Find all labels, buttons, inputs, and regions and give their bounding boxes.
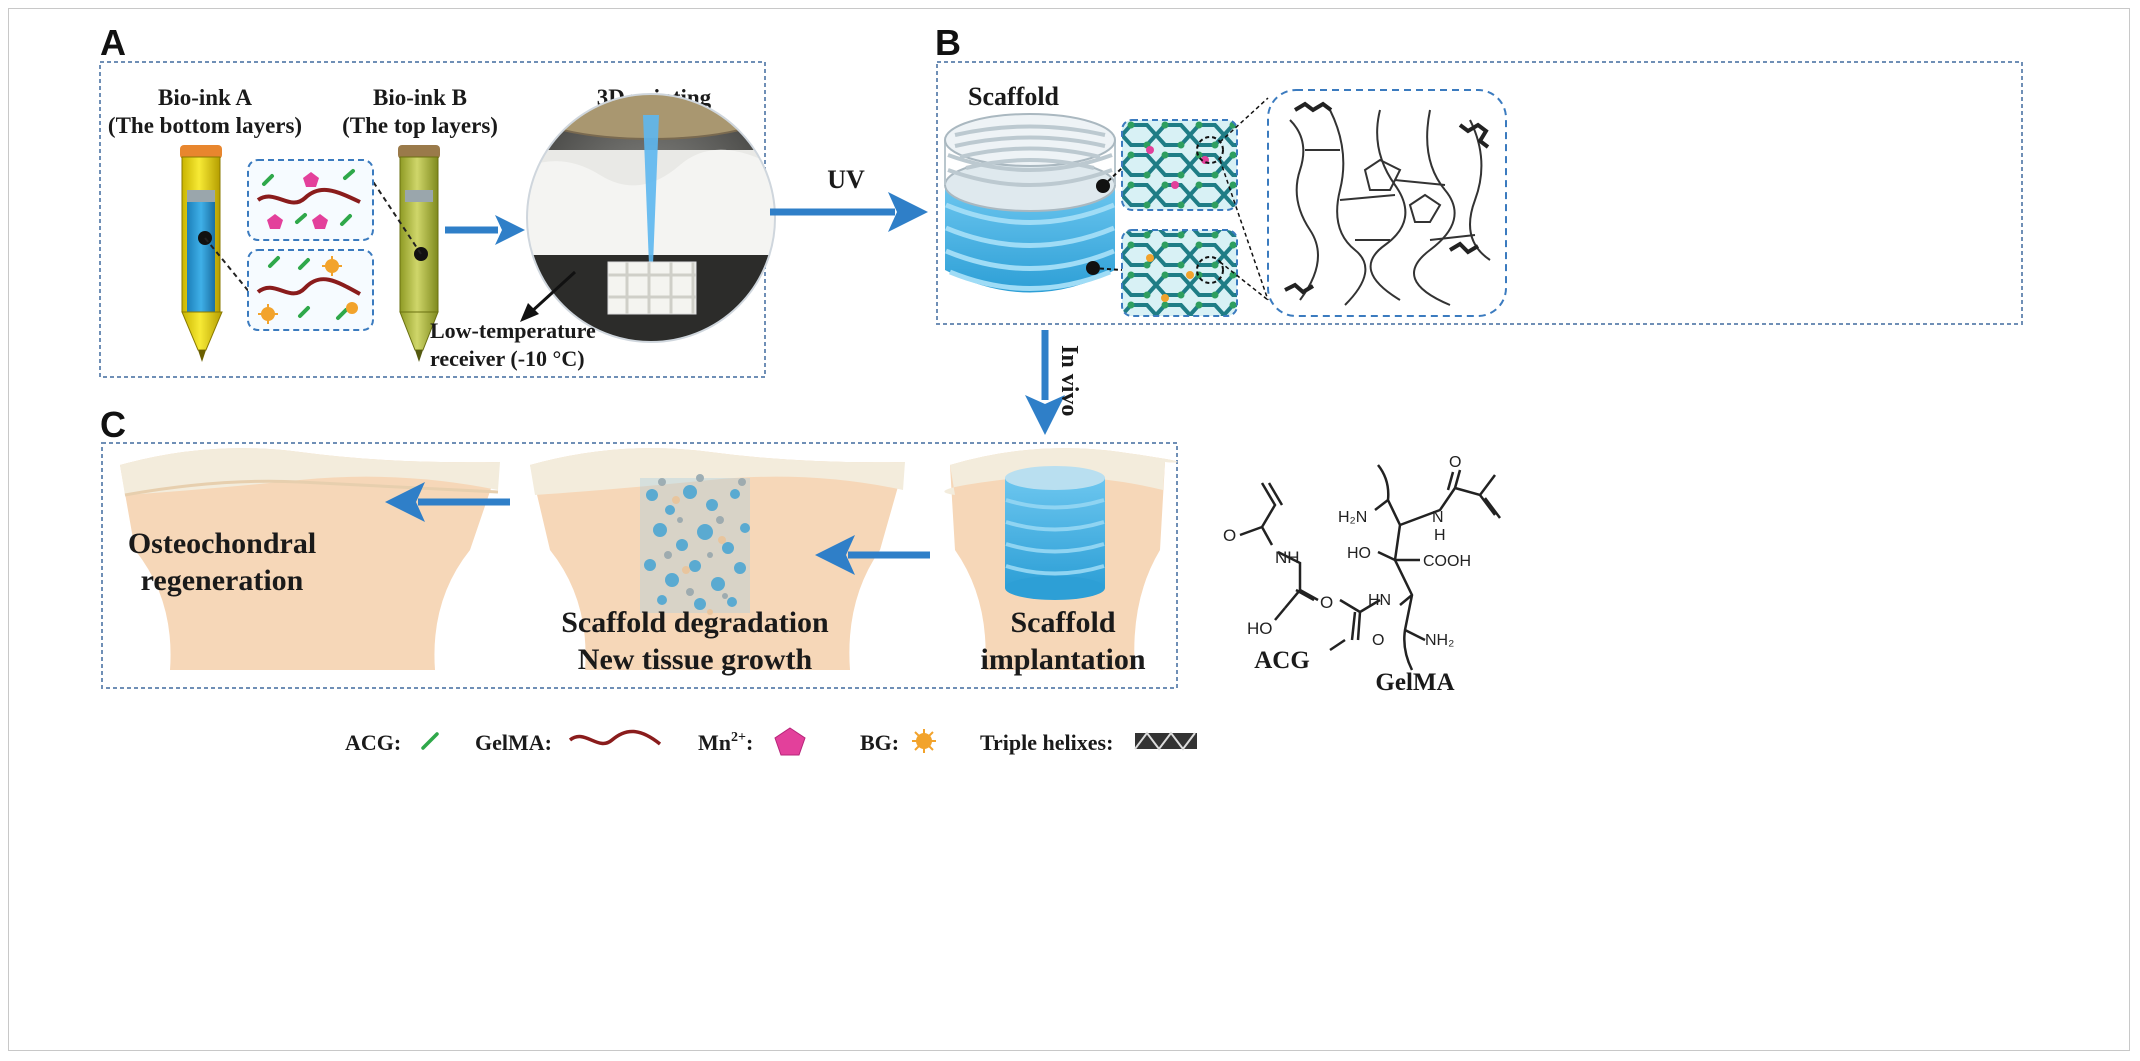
implanted-scaffold: [1005, 466, 1105, 600]
panel-letter-c: C: [100, 404, 126, 445]
gelma-h: H: [1434, 527, 1446, 544]
legend-acg-symbol: [421, 732, 439, 750]
legend-gelma-label: GelMA:: [475, 730, 552, 755]
degradation-label-line1: Scaffold degradation: [561, 606, 829, 639]
receiver-label-line1: Low-temperature: [430, 318, 596, 343]
panel-b: Scaffold: [936, 61, 2023, 325]
panel-c: Osteochondral regeneration: [101, 442, 1178, 689]
network-inset-bottom: [1121, 229, 1238, 317]
degradation-label-line2: New tissue growth: [578, 643, 813, 676]
bioink-b-composition-inset: [247, 159, 374, 241]
bioink-b-subtitle: (The top layers): [342, 113, 498, 138]
receiver-label-line2: receiver (-10 °C): [430, 346, 585, 371]
acg-o1: O: [1223, 526, 1236, 545]
panel-letter-b: B: [935, 22, 961, 63]
legend-mn-label: Mn2+:: [698, 730, 753, 755]
regeneration-label-line2: regeneration: [141, 564, 304, 597]
legend-bg-label: BG:: [860, 730, 899, 755]
bioink-a-title: Bio-ink A: [158, 85, 252, 110]
bioink-b-title: Bio-ink B: [373, 85, 467, 110]
printing-photo: [526, 93, 776, 343]
gelma-ho: HO: [1347, 545, 1371, 562]
receiver-pointer-arrow: [528, 270, 577, 315]
legend-mn-symbol: [774, 727, 806, 756]
gelma-o-top: O: [1449, 454, 1461, 471]
network-inset-top: [1121, 119, 1238, 211]
legend-triple-helix-symbol: [1134, 731, 1197, 751]
legend-gelma-symbol: [568, 729, 662, 746]
regeneration-label-line1: Osteochondral: [128, 527, 316, 560]
scaffold-3d-model: [944, 113, 1116, 293]
bioink-a-subtitle: (The bottom layers): [108, 113, 302, 138]
uv-label: UV: [827, 165, 865, 194]
gelma-o-bottom: O: [1372, 632, 1384, 649]
gelma-nh2: NH₂: [1425, 632, 1454, 649]
panel-letter-a: A: [100, 22, 126, 63]
legend-triple-label: Triple helixes:: [980, 730, 1113, 755]
acg-name: ACG: [1254, 647, 1310, 674]
bone-degrading-scaffold: [530, 448, 905, 670]
gelma-hn: HN: [1368, 592, 1391, 609]
figure-border: [8, 8, 2130, 1051]
acg-nh: NH: [1275, 548, 1300, 567]
gelma-structure: H₂N O N H HO COOH HN O NH₂ GelMA: [1329, 454, 1501, 696]
degrading-scaffold-particles: [640, 474, 750, 615]
gelma-name: GelMA: [1375, 669, 1454, 696]
scaffold-title: Scaffold: [968, 82, 1060, 111]
implantation-label-line1: Scaffold: [1011, 606, 1116, 639]
gelma-h2n: H₂N: [1338, 509, 1367, 526]
acg-ho: HO: [1247, 619, 1273, 638]
bioink-a-composition-inset: [247, 249, 374, 331]
panel-a: Bio-ink A (The bottom layers) Bio-ink B …: [99, 61, 776, 378]
bone-implanted-scaffold: [944, 448, 1178, 670]
implantation-label-line2: implantation: [980, 643, 1145, 676]
gelma-cooh: COOH: [1423, 553, 1471, 570]
acg-structure: O NH O HO ACG: [1223, 482, 1333, 674]
in-vivo-label: In vivo: [1056, 345, 1082, 416]
gelma-n: N: [1432, 509, 1444, 526]
legend-acg-label: ACG:: [345, 730, 401, 755]
acg-o2: O: [1320, 593, 1333, 612]
syringe-a: [180, 145, 223, 362]
molecular-structure-inset: [1267, 89, 1507, 317]
legend-bg-symbol: [912, 729, 936, 753]
legend: ACG: GelMA: Mn2+: BG: Triple helixes:: [345, 727, 1197, 756]
